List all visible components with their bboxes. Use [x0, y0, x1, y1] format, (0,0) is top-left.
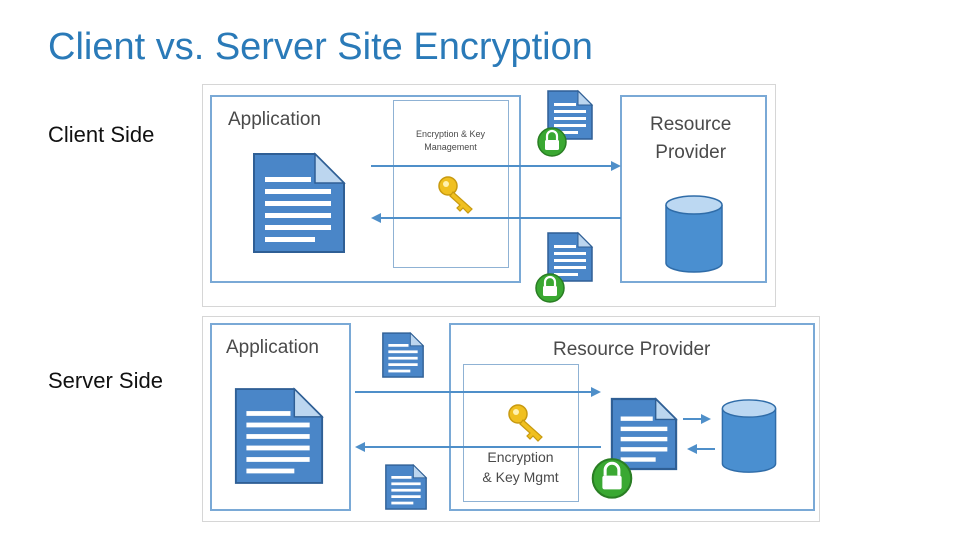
arrow-right-icon: [371, 161, 621, 171]
document-icon: [234, 387, 324, 484]
document-icon: [382, 331, 425, 378]
client-application-label: Application: [228, 109, 321, 130]
document-icon: [610, 397, 678, 471]
document-icon: [547, 231, 594, 282]
server-encryption-label: Encryption & Key Mgmt: [482, 449, 559, 485]
server-encryption-box: Encryption & Key Mgmt: [463, 364, 579, 502]
arrow-left-icon: [687, 444, 715, 454]
document-icon: [385, 463, 428, 510]
arrow-left-icon: [355, 442, 601, 452]
arrow-right-icon: [355, 387, 601, 397]
server-application-label: Application: [226, 337, 319, 358]
server-provider-label: Resource Provider: [553, 339, 711, 360]
database-icon: [721, 399, 777, 473]
arrow-right-icon: [683, 414, 711, 424]
document-icon: [253, 152, 346, 253]
client-provider-label: Resource Provider: [650, 114, 732, 163]
key-icon: [508, 404, 543, 442]
slide-title: Client vs. Server Site Encryption: [48, 26, 593, 68]
client-side-diagram: Application Encryption & Key Management …: [202, 84, 776, 307]
client-encryption-box: Encryption & Key Management: [393, 100, 509, 268]
key-icon: [438, 176, 473, 214]
lock-icon: [537, 127, 567, 157]
server-side-diagram: Application Resource Provider Encryption…: [202, 316, 820, 522]
lock-icon: [591, 458, 633, 499]
server-side-label: Server Side: [48, 368, 163, 393]
arrow-left-icon: [371, 213, 621, 223]
lock-icon: [535, 273, 565, 303]
client-side-label: Client Side: [48, 122, 155, 147]
client-encryption-label: Encryption & Key Management: [415, 129, 486, 152]
database-icon: [665, 195, 723, 273]
